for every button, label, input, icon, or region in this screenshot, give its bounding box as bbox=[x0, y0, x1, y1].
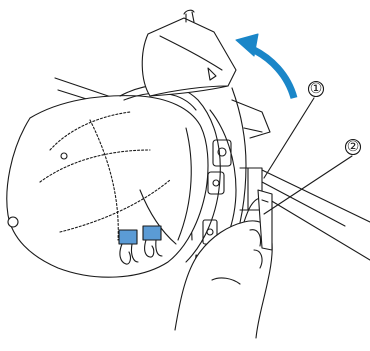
curved-rotate-arrow-icon bbox=[236, 34, 294, 98]
callout-1-label: ① bbox=[306, 79, 326, 99]
callout-2-label: ② bbox=[343, 137, 363, 157]
callout-leaders bbox=[264, 98, 352, 214]
cap-flap-icon bbox=[142, 10, 236, 96]
cap-icon bbox=[7, 85, 220, 277]
